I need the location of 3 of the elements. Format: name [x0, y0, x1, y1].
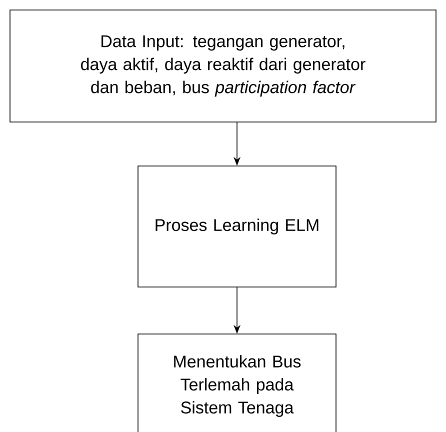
process-box: Menentukan Bus Terlemah pada Sistem Tenaga	[138, 334, 336, 432]
input-box: Data Input: tegangan generator, daya aktif, daya reaktif dari generator dan beban, bus participation factor	[10, 10, 436, 122]
process-box: Proses Learning ELM	[138, 166, 336, 288]
